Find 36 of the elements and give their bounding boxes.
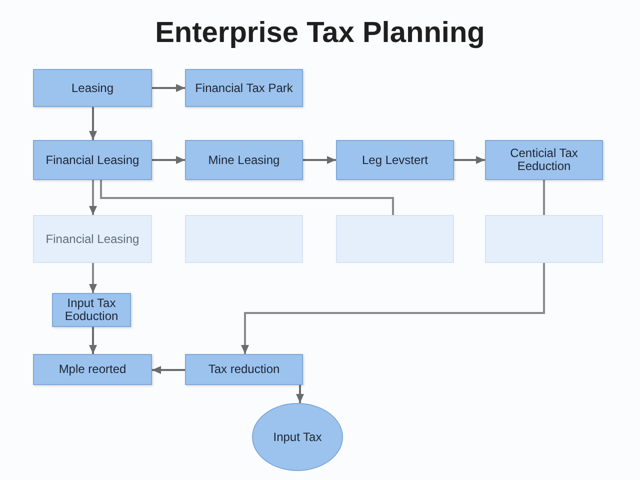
node-label: Leasing — [71, 82, 114, 94]
node-label: Tax reduction — [208, 363, 280, 376]
arrow — [152, 84, 185, 92]
arrow — [89, 180, 97, 215]
process-box — [52, 293, 131, 327]
node-label: Mine Leasing — [208, 154, 280, 166]
node-label: Input Tax — [273, 430, 322, 444]
process-box — [336, 140, 454, 180]
arrow — [241, 263, 545, 354]
process-box — [485, 215, 603, 263]
node-label: Input Tax Eoduction — [64, 297, 120, 323]
arrow — [89, 327, 97, 354]
node-label: Financial Leasing — [46, 154, 140, 166]
node-label: Centicial Tax Eeduction — [509, 147, 579, 173]
process-box — [33, 215, 152, 263]
arrow — [152, 156, 185, 164]
node-label: Mple reorted — [58, 363, 126, 376]
process-box — [185, 354, 303, 385]
process-box — [185, 215, 303, 263]
arrow — [89, 107, 97, 140]
process-box — [33, 140, 152, 180]
node-label: Financial Tax Park — [195, 82, 293, 94]
arrow — [303, 156, 336, 164]
process-box — [485, 140, 603, 180]
node-label: Leg Levstert — [362, 154, 428, 166]
arrow — [454, 156, 485, 164]
process-box — [185, 69, 303, 107]
node-label: Financial Leasing — [46, 232, 140, 246]
arrow — [89, 263, 97, 293]
process-box — [33, 354, 152, 385]
arrow — [152, 366, 185, 374]
process-box — [336, 215, 454, 263]
arrow — [296, 385, 304, 404]
process-box — [185, 140, 303, 180]
diagram-title: Enterprise Tax Planning — [154, 16, 486, 51]
process-box — [33, 69, 152, 107]
